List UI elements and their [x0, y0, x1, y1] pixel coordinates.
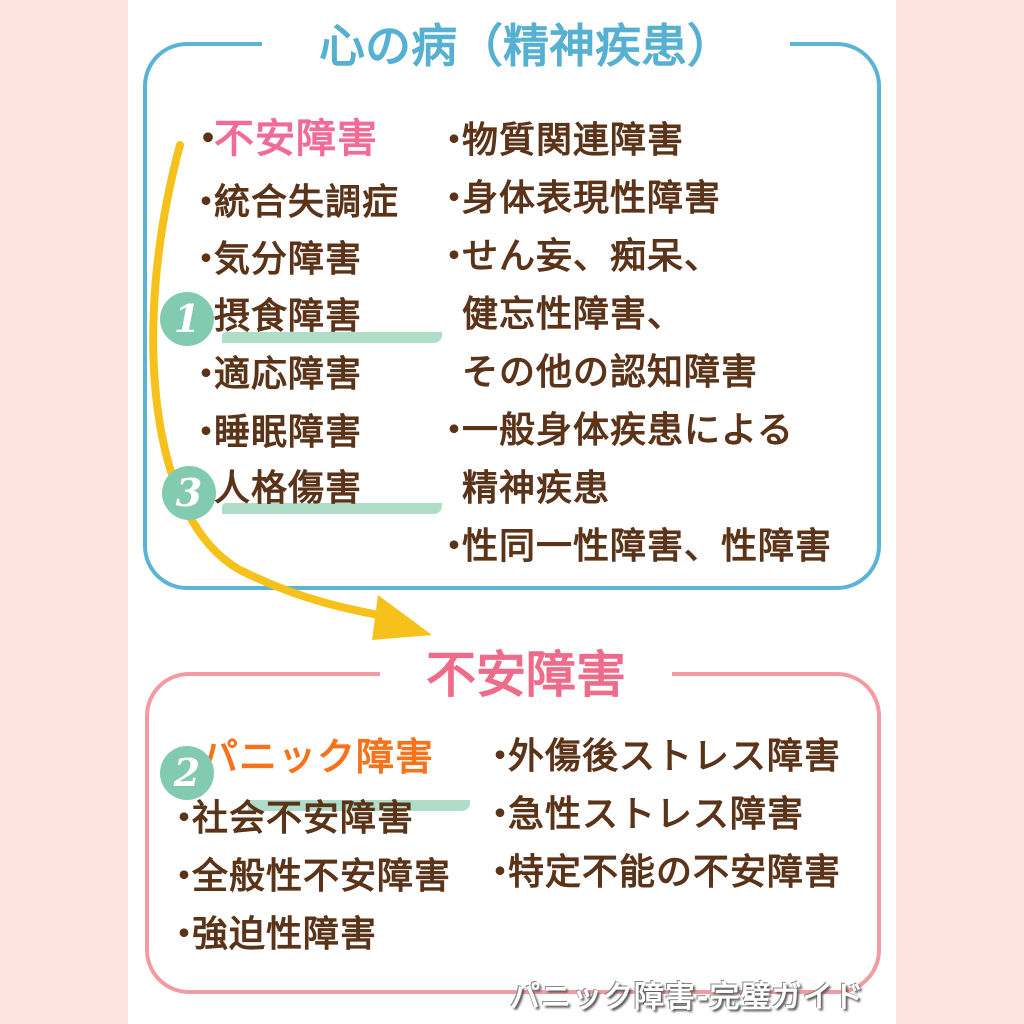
- list-item: ・摂食障害: [188, 296, 363, 337]
- list-item: ・外傷後ストレス障害: [482, 736, 842, 777]
- list-item: その他の認知障害: [462, 352, 759, 393]
- list-item: ・強迫性障害: [166, 914, 378, 955]
- list-item: ・性同一性障害、性障害: [436, 526, 833, 567]
- list-item-panic-disorder: パニック障害: [200, 735, 435, 779]
- list-item: ・社会不安障害: [166, 798, 415, 839]
- list-item: ・一般身体疾患による: [436, 410, 794, 451]
- list-item: ・物質関連障害: [436, 120, 685, 161]
- list-item: ・適応障害: [188, 354, 363, 395]
- list-item: ・睡眠障害: [188, 412, 363, 453]
- list-item: ・身体表現性障害: [436, 178, 722, 219]
- list-item-anxiety-disorder: ・不安障害: [188, 116, 378, 162]
- watermark: パニック障害-完璧ガイド: [510, 980, 865, 1015]
- number-badge-2: 2: [160, 746, 214, 800]
- list-item: ・せん妄、痴呆、: [436, 236, 722, 277]
- list-item: 精神疾患: [462, 468, 611, 509]
- list-item: ・気分障害: [188, 239, 363, 280]
- list-item: ・特定不能の不安障害: [482, 852, 842, 893]
- list-item: ・急性ストレス障害: [482, 794, 805, 835]
- highlight-underline: [248, 800, 470, 811]
- list-item: 健忘性障害、: [462, 294, 685, 335]
- mental-illness-title: 心の病（精神疾患）: [262, 14, 790, 78]
- number-badge-1: 1: [160, 292, 214, 346]
- anxiety-disorder-title: 不安障害: [380, 642, 672, 708]
- number-badge-3: 3: [162, 466, 216, 520]
- list-item: ・統合失調症: [188, 182, 400, 223]
- list-item: ・全般性不安障害: [166, 856, 452, 897]
